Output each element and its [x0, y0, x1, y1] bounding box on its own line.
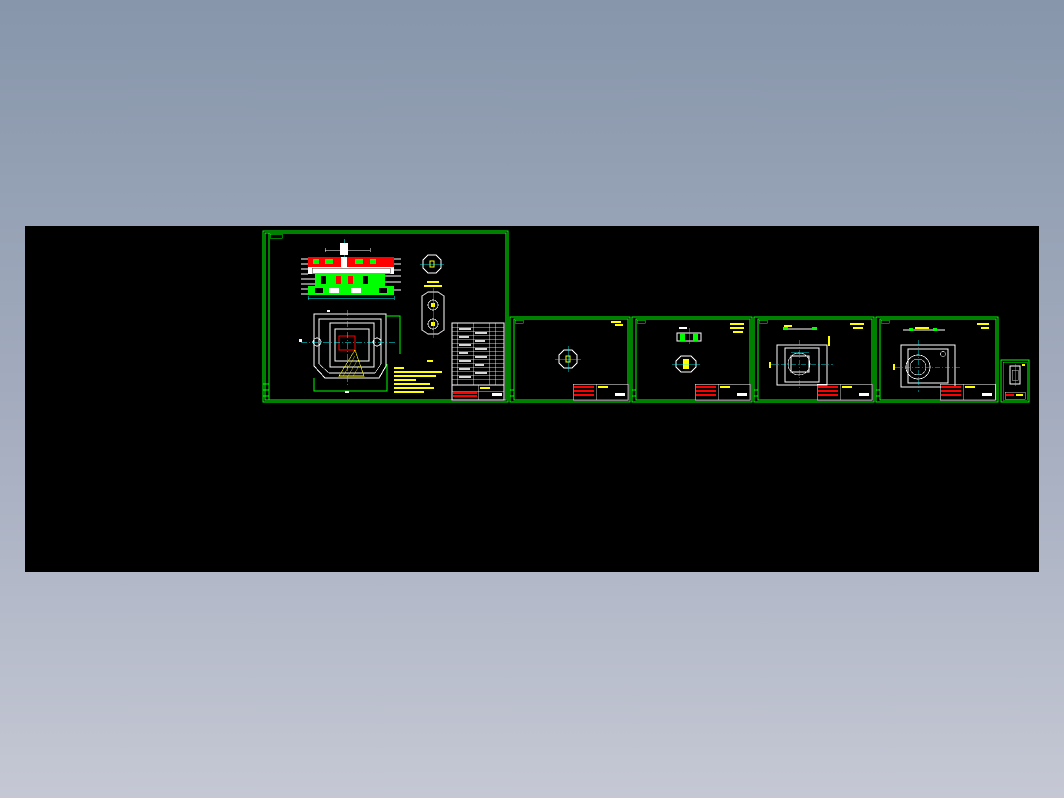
- die-section-view: [301, 239, 401, 300]
- strip-layout: [420, 254, 445, 362]
- part-sheet-5[interactable]: [1000, 359, 1030, 403]
- part-sheet-4[interactable]: [875, 316, 999, 403]
- part-sheet-3[interactable]: [753, 316, 875, 403]
- title-block: [451, 384, 505, 401]
- part-sheet-1[interactable]: [509, 316, 631, 403]
- cad-model-space[interactable]: [25, 226, 1039, 572]
- parts-list-table: [451, 322, 505, 386]
- die-plan-view: [299, 310, 401, 393]
- technical-notes: [394, 367, 442, 393]
- assembly-sheet[interactable]: [262, 230, 509, 403]
- cad-drawing[interactable]: [25, 226, 1039, 572]
- part-sheet-2[interactable]: [631, 316, 753, 403]
